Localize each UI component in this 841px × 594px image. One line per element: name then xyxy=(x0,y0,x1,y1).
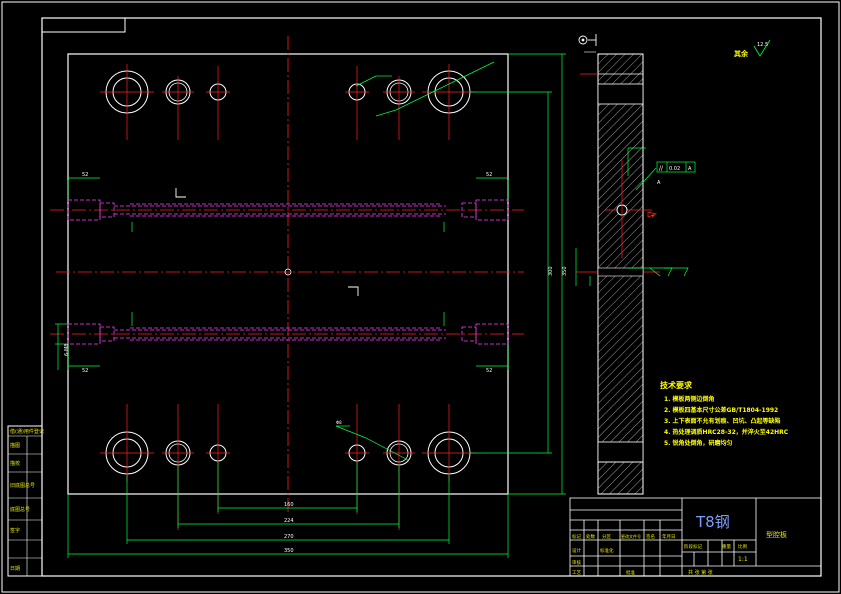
tb-row-1: 审核 xyxy=(572,559,581,566)
dimension-lines xyxy=(55,53,566,558)
side-label-0: 借(通)用件登记 xyxy=(10,428,44,435)
tb-header-2: 分区 xyxy=(602,533,611,540)
tb-header-0: 标记 xyxy=(572,533,581,540)
side-label-1: 描图 xyxy=(10,442,20,449)
tolerance-frame: // 0.02 A xyxy=(656,161,696,173)
tech-req-item-2: 3. 上下表面不允有划痕、凹坑、凸起等缺陷 xyxy=(664,417,781,425)
tech-req-title: 技术要求 xyxy=(660,380,693,390)
tech-req-item-4: 5. 锐角处倒角，研磨均匀 xyxy=(664,439,733,447)
dim-inner-width-3: 160 xyxy=(284,502,294,508)
tb-header-5: 年月日 xyxy=(662,533,676,540)
dim-inner-width-1: 270 xyxy=(284,534,294,540)
roughness-value: 12.5 xyxy=(757,42,768,48)
datum-arrow: ▸ xyxy=(652,213,655,219)
tb-row-2: 工艺 xyxy=(572,570,581,576)
sheet-info: 共 张 第 张 xyxy=(688,569,713,576)
side-label-5: 签字 xyxy=(10,527,20,534)
roughness-label: 其余 xyxy=(734,49,749,58)
dim-overall-width: 350 xyxy=(284,548,294,554)
tb-header-1: 处数 xyxy=(586,533,595,540)
tb-header-4: 签名 xyxy=(646,533,655,540)
dim-small-dia: Φ8 xyxy=(336,420,342,425)
dim-overall-height: 350 xyxy=(562,266,568,276)
tech-req-item-1: 2. 模板四基本尺寸公差GB/T1804-1992 xyxy=(664,406,778,414)
tol-value: 0.02 xyxy=(669,166,680,172)
tech-req-item-3: 4. 热处理调质HRC28-32，并淬火至42HRC xyxy=(664,428,789,436)
tb-row-3: 批准 xyxy=(626,569,635,576)
drawing-name: 型腔板 xyxy=(766,530,787,539)
tol-symbol: // xyxy=(659,165,664,172)
datum-label: A xyxy=(657,180,661,186)
dim-inner-width-2: 224 xyxy=(284,518,294,524)
tb-row-0: 设计 xyxy=(572,547,581,554)
projection-symbol xyxy=(578,34,597,46)
tb-std: 标准化 xyxy=(600,547,614,554)
cooling-channel-top xyxy=(67,199,509,221)
hole-group-top xyxy=(100,64,476,140)
technical-requirements: 技术要求 1. 模板两侧边倒角 2. 模板四基本尺寸公差GB/T1804-199… xyxy=(660,380,789,447)
plate-front-view: 350 270 224 160 350 300 52 52 52 52 6-M8… xyxy=(50,36,568,558)
stage-label-0: 阶段标记 xyxy=(684,543,702,550)
dim-bore-right-bottom: 52 xyxy=(486,368,492,374)
stage-label-1: 重量 xyxy=(722,543,731,550)
side-strip: 借(通)用件登记 描图 描校 旧底图总号 底图总号 签字 日期 xyxy=(7,425,44,577)
dim-bore-left-bottom: 52 xyxy=(82,368,88,374)
stage-label-2: 比例 xyxy=(738,543,747,550)
roughness-note: 其余 12.5 xyxy=(734,39,771,58)
code-box xyxy=(41,17,126,33)
side-label-4: 底图总号 xyxy=(10,506,30,513)
scale-value: 1:1 xyxy=(738,556,748,563)
side-label-3: 旧底图总号 xyxy=(10,482,35,489)
dim-side-note: 6-M8 xyxy=(64,344,70,356)
plate-section-view: ▸ xyxy=(575,51,689,495)
tb-header-3: 更改文件号 xyxy=(621,533,641,539)
tol-datum: A xyxy=(688,166,692,172)
title-block xyxy=(569,497,822,577)
dim-bore-left-top: 52 xyxy=(82,172,88,178)
material-label: T8钢 xyxy=(695,513,730,531)
center-mark xyxy=(284,268,292,276)
side-label-2: 描校 xyxy=(10,460,20,467)
drawing-frame xyxy=(41,17,822,577)
side-label-6: 日期 xyxy=(10,566,20,572)
cooling-channel-bottom xyxy=(67,323,509,345)
dim-height-2: 300 xyxy=(548,266,554,276)
tech-req-item-0: 1. 模板两侧边倒角 xyxy=(664,395,715,403)
dim-bore-right-top: 52 xyxy=(486,172,492,178)
